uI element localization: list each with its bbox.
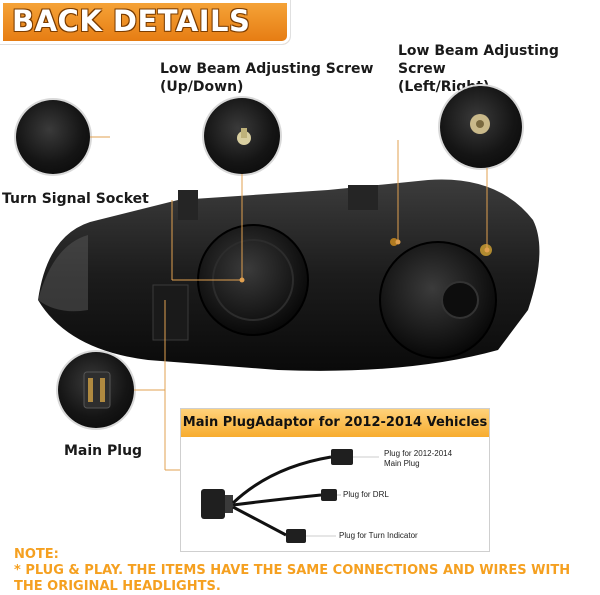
plug-adaptor-panel: Main PlugAdaptor for 2012-2014 Vehicles …: [180, 408, 490, 552]
label-main-plug-2012: Plug for 2012-2014 Main Plug: [384, 449, 452, 469]
low-beam-updown-line1: Low Beam Adjusting Screw: [160, 61, 374, 77]
plug-turn-indicator: [286, 529, 306, 543]
title-banner: BACK DETAILS: [0, 0, 290, 44]
connector-icon: [83, 371, 111, 409]
low-beam-leftright-line1: Low Beam Adjusting Screw: [398, 43, 559, 77]
adaptor-harness-diagram: [201, 449, 379, 543]
low-beam-updown-line2: (Up/Down): [160, 79, 244, 95]
main-plug-connector: [201, 489, 225, 519]
label-main-plug-2012-line1: Plug for 2012-2014: [384, 449, 453, 458]
note-text: * PLUG & PLAY. THE ITEMS HAVE THE SAME C…: [14, 563, 571, 594]
label-turn-indicator: Plug for Turn Indicator: [339, 531, 418, 540]
turn-signal-socket-closeup: [16, 100, 90, 174]
plug-drl: [321, 489, 337, 501]
plug-adaptor-title: Main PlugAdaptor for 2012-2014 Vehicles: [181, 409, 489, 437]
page-title: BACK DETAILS: [12, 4, 251, 38]
low-beam-leftright-label: Low Beam Adjusting Screw (Left/Right): [398, 42, 600, 96]
note-heading: NOTE:: [14, 547, 59, 562]
headlight-back-image: [38, 179, 540, 371]
low-beam-updown-label: Low Beam Adjusting Screw (Up/Down): [160, 60, 373, 96]
screw-icon: [237, 128, 251, 145]
low-beam-leftright-closeup: [440, 86, 522, 168]
turn-signal-label: Turn Signal Socket: [2, 191, 149, 207]
main-plug-label: Main Plug: [64, 443, 143, 459]
label-main-plug-2012-line2: Main Plug: [384, 459, 420, 468]
low-beam-updown-closeup: [204, 98, 280, 174]
label-drl: Plug for DRL: [343, 490, 389, 499]
main-plug-closeup: [58, 352, 134, 428]
plug-2012-2014: [331, 449, 353, 465]
screw-icon: [470, 114, 490, 134]
